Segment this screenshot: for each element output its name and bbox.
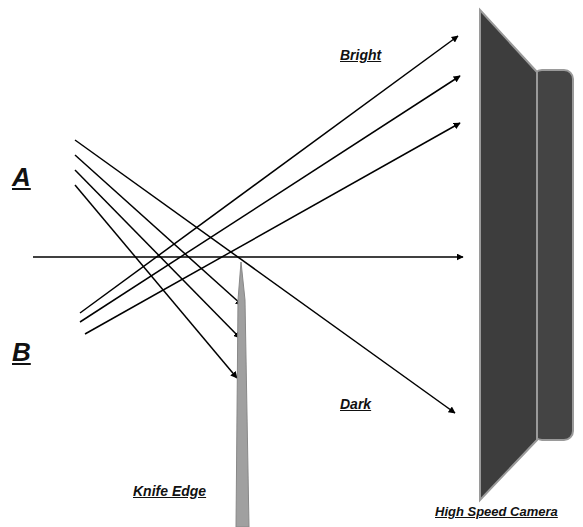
label-text: High Speed Camera [435, 505, 558, 519]
knife-edge [236, 262, 249, 527]
camera-back [533, 70, 573, 440]
label-text: Knife Edge [133, 484, 206, 499]
bright-ray [80, 76, 460, 322]
label-text: Bright [340, 48, 381, 63]
bright-ray [80, 36, 458, 313]
dark-ray [75, 140, 455, 413]
camera-body [480, 10, 537, 500]
label-text: Dark [340, 397, 371, 412]
optical-axis [33, 256, 463, 258]
label-text: B [12, 338, 31, 367]
blocked-ray [75, 155, 242, 305]
blocked-ray [75, 185, 237, 378]
blocked-ray [75, 170, 240, 338]
label-text: A [12, 163, 31, 192]
bright-ray [85, 123, 460, 334]
